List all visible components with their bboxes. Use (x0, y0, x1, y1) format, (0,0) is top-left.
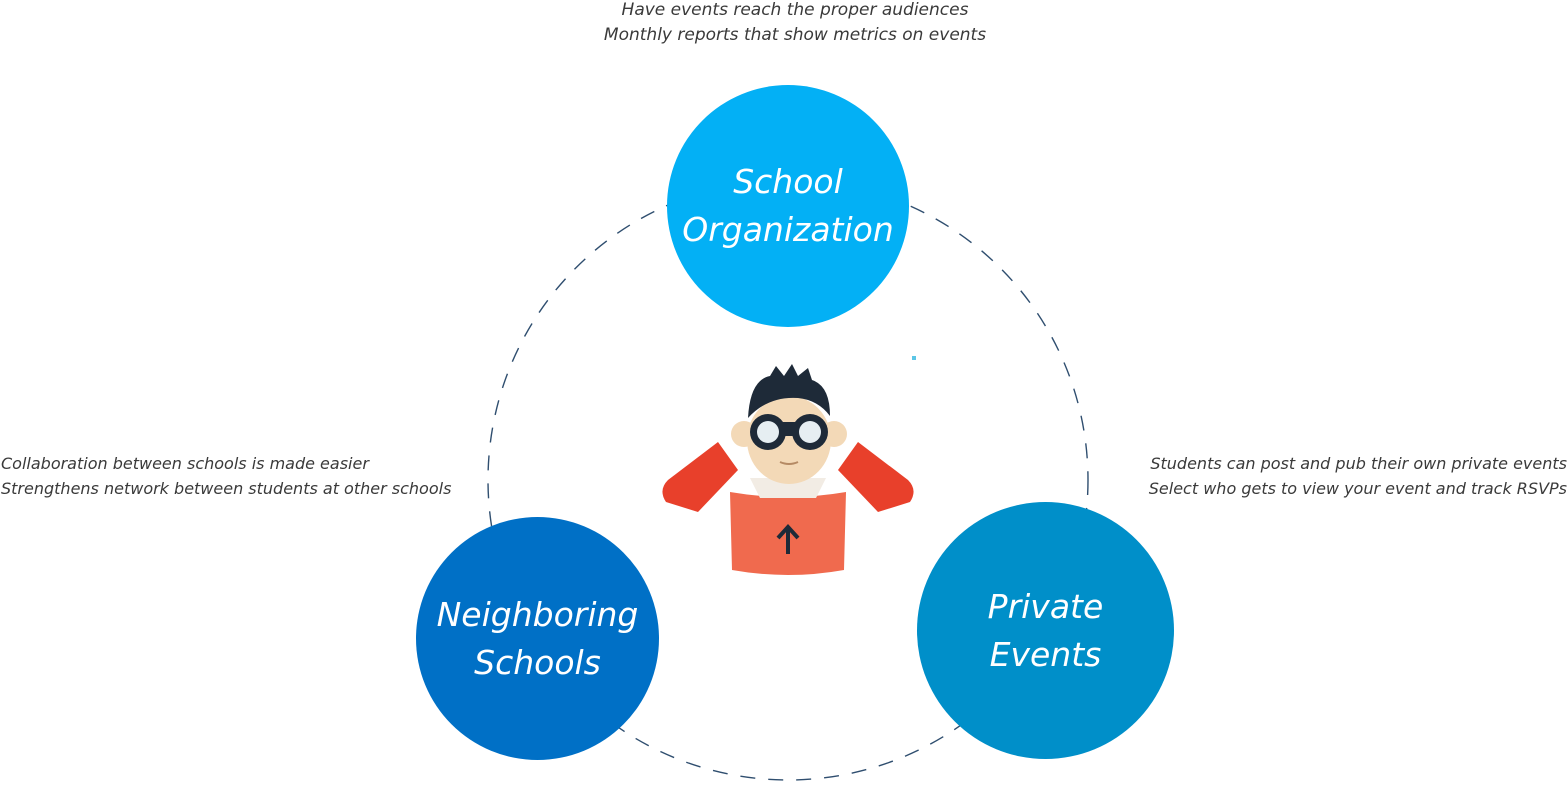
right-caption-line-1: Students can post and pub their own priv… (1150, 454, 1567, 473)
node-school-organization-line-2: Organization (682, 210, 894, 249)
right-caption: Students can post and pub their own priv… (1149, 451, 1567, 501)
top-caption: Have events reach the proper audiences M… (0, 0, 1568, 48)
node-neighboring-schools: Neighboring Schools (416, 517, 659, 760)
left-caption-line-2: Strengthens network between students at … (1, 479, 452, 498)
top-caption-line-2: Monthly reports that show metrics on eve… (603, 25, 987, 45)
node-private-events: Private Events (917, 502, 1174, 759)
left-caption: Collaboration between schools is made ea… (1, 451, 451, 501)
right-caption-line-2: Select who gets to view your event and t… (1148, 479, 1567, 498)
top-caption-line-1: Have events reach the proper audiences (621, 0, 969, 20)
node-neighboring-schools-line-2: Schools (474, 642, 601, 682)
node-school-organization: School Organization (667, 85, 909, 327)
node-neighboring-schools-line-1: Neighboring (436, 594, 639, 634)
left-caption-line-1: Collaboration between schools is made ea… (1, 454, 369, 473)
binoculars-person-icon (662, 356, 916, 575)
node-private-events-line-2: Events (989, 634, 1102, 674)
node-private-events-line-1: Private (987, 586, 1104, 626)
node-school-organization-line-1: School (733, 162, 843, 201)
